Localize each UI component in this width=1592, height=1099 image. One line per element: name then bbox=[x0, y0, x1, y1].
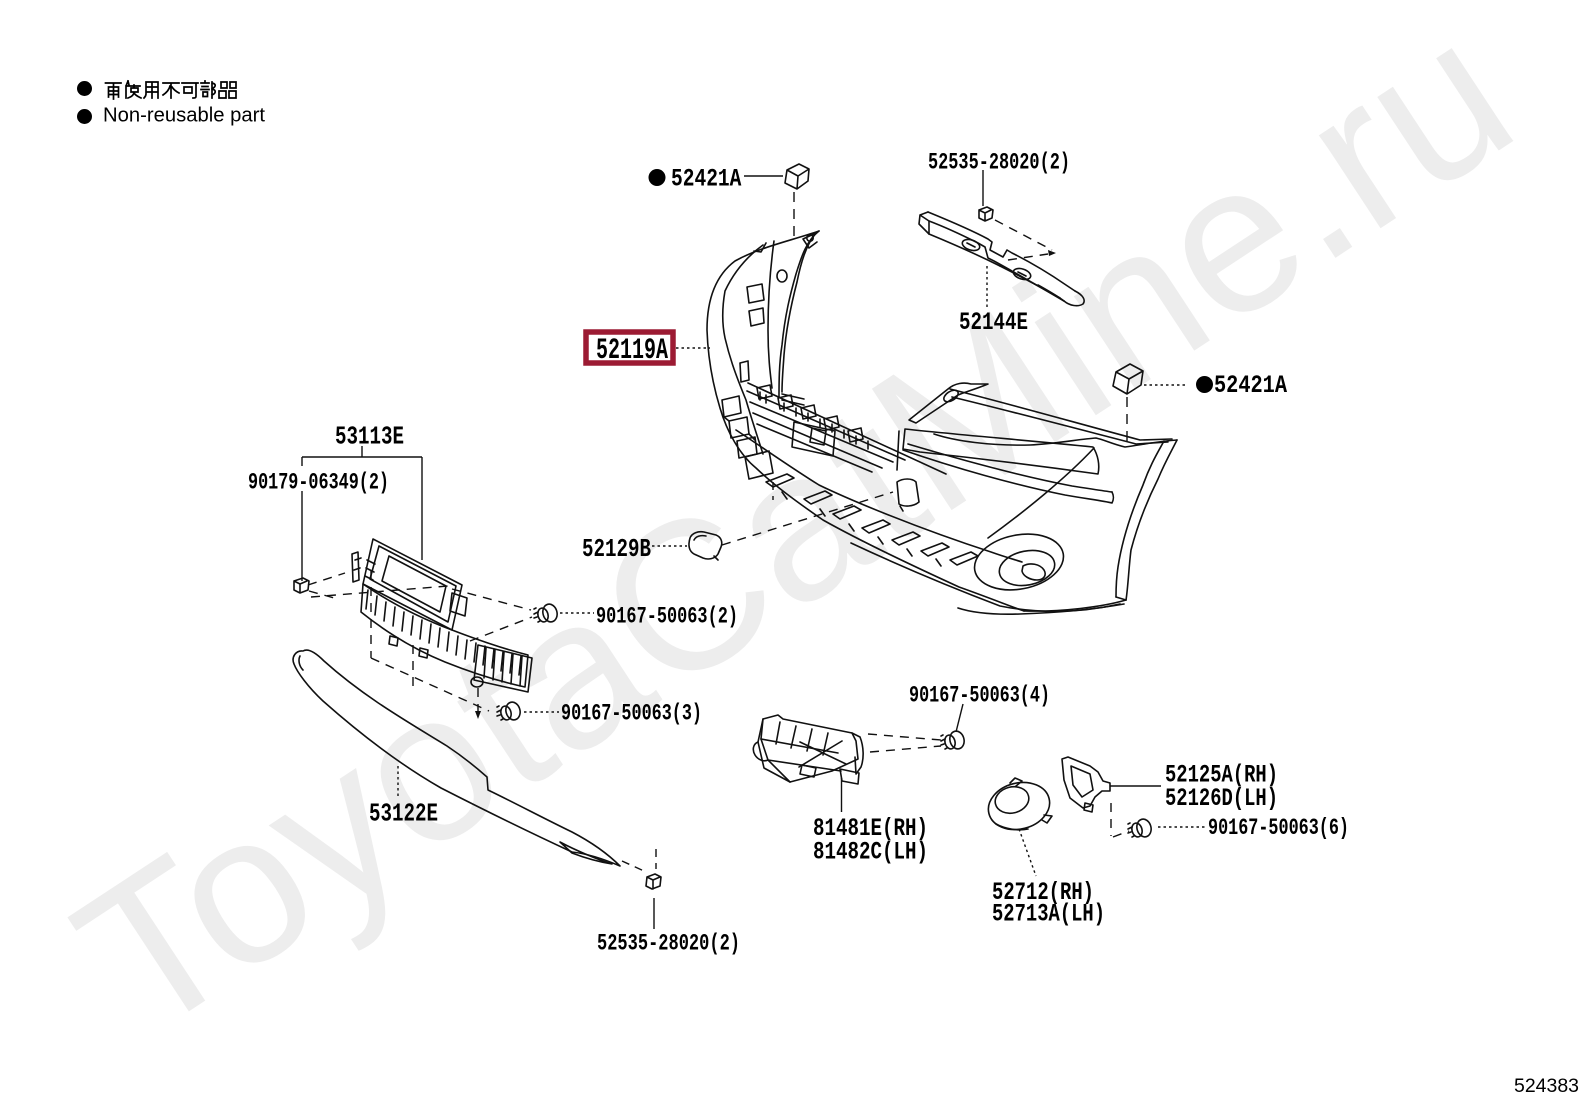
svg-text:52144E: 52144E bbox=[959, 308, 1028, 337]
svg-text:90167-50063(4): 90167-50063(4) bbox=[909, 683, 1050, 709]
svg-text:90167-50063(6): 90167-50063(6) bbox=[1208, 815, 1349, 841]
svg-text:52713A(LH): 52713A(LH) bbox=[992, 900, 1105, 929]
svg-text:90167-50063(2): 90167-50063(2) bbox=[596, 604, 738, 630]
svg-text:52712(RH): 52712(RH) bbox=[992, 878, 1094, 907]
svg-text:52119A: 52119A bbox=[596, 334, 668, 368]
svg-text:52421A: 52421A bbox=[671, 165, 741, 194]
svg-text:52129B: 52129B bbox=[582, 534, 651, 564]
svg-text:52535-28020(2): 52535-28020(2) bbox=[928, 150, 1070, 176]
svg-text:81481E(RH): 81481E(RH) bbox=[813, 814, 928, 843]
svg-text:52421A: 52421A bbox=[1214, 371, 1287, 400]
svg-text:524383: 524383 bbox=[1514, 1076, 1579, 1097]
svg-text:81482C(LH): 81482C(LH) bbox=[813, 838, 928, 867]
svg-text:53122E: 53122E bbox=[369, 799, 438, 829]
svg-text:90179-06349(2): 90179-06349(2) bbox=[248, 470, 389, 496]
svg-text:52125A(RH): 52125A(RH) bbox=[1165, 761, 1278, 790]
svg-text:52126D(LH): 52126D(LH) bbox=[1165, 784, 1278, 813]
svg-text:Non-reusable part: Non-reusable part bbox=[103, 105, 265, 127]
svg-text:52535-28020(2): 52535-28020(2) bbox=[597, 931, 740, 957]
svg-text:53113E: 53113E bbox=[335, 422, 404, 452]
svg-text:90167-50063(3): 90167-50063(3) bbox=[561, 701, 702, 727]
